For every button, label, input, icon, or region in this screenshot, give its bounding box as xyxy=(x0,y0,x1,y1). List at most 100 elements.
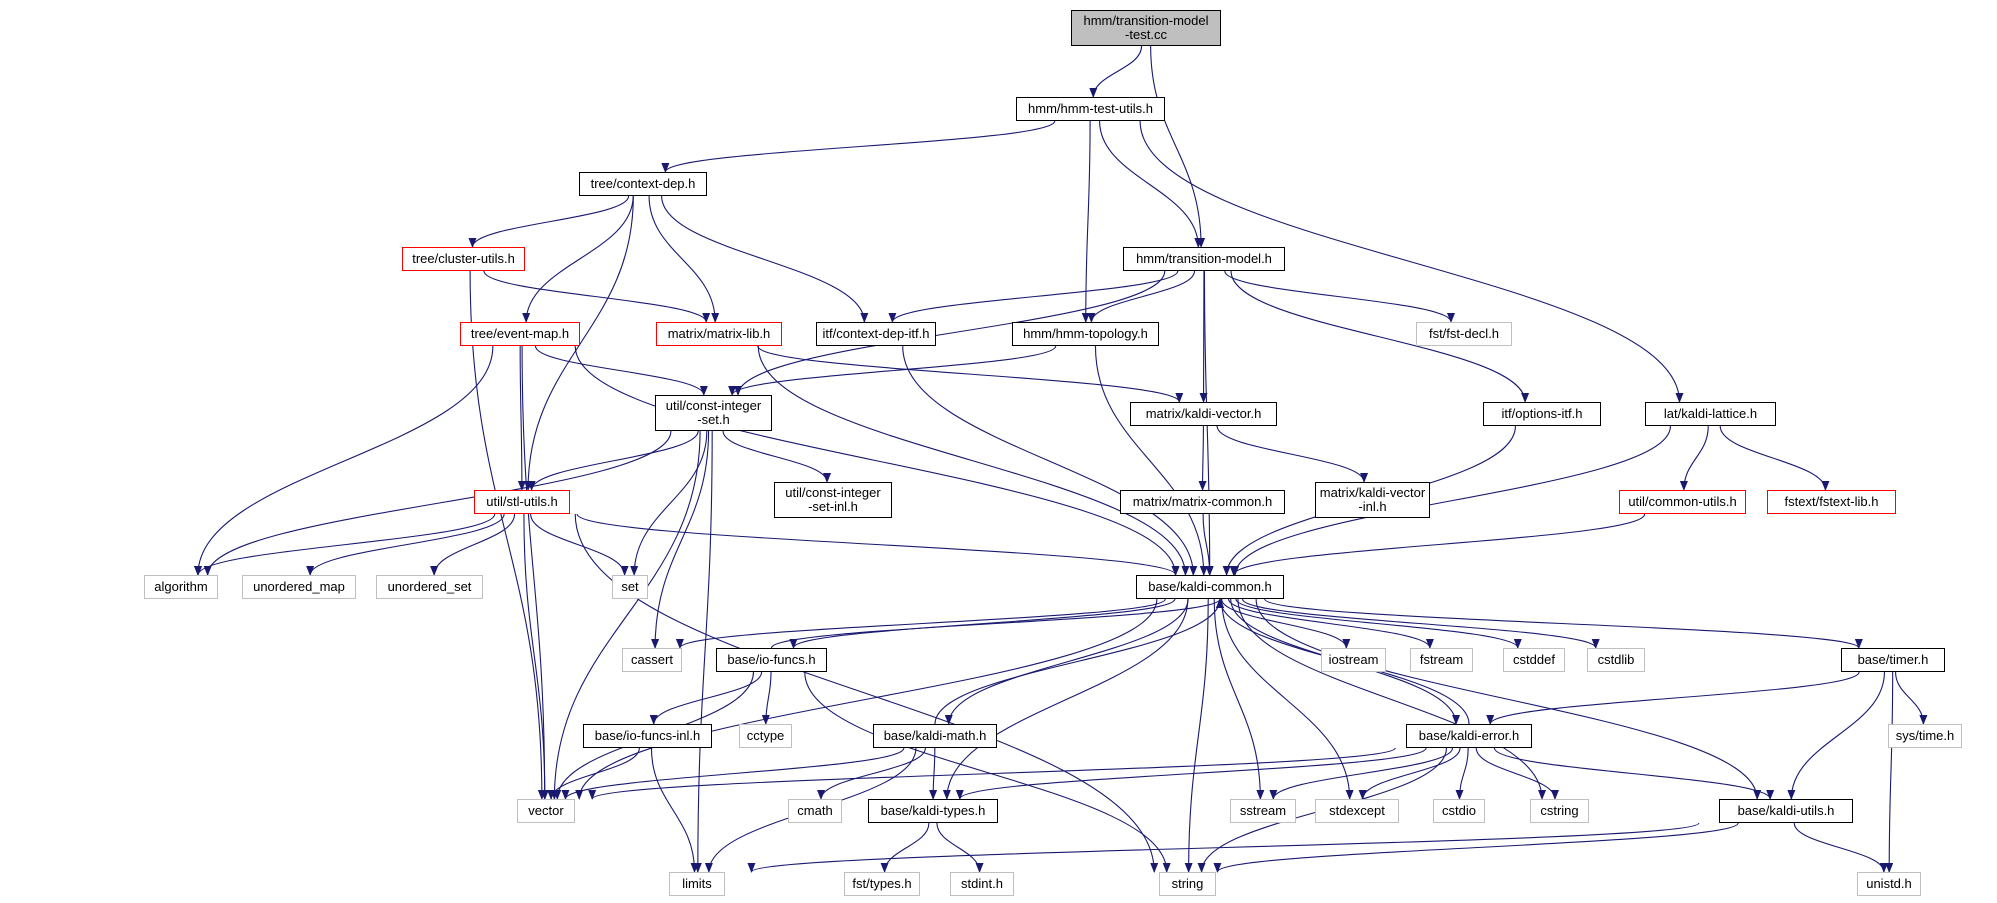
node-label: cassert xyxy=(631,652,673,667)
node-stdint: stdint.h xyxy=(950,872,1014,896)
edge-event-map-to-stl-utils xyxy=(517,345,526,491)
node-label: base/kaldi-common.h xyxy=(1148,579,1272,594)
edge-kaldi-common-to-iostream xyxy=(1220,598,1351,649)
node-matrix-lib[interactable]: matrix/matrix-lib.h xyxy=(656,322,782,346)
node-kaldi-error[interactable]: base/kaldi-error.h xyxy=(1406,724,1532,748)
edge-stl-utils-to-set xyxy=(530,513,629,576)
node-label: fstext/fstext-lib.h xyxy=(1784,494,1879,509)
edge-stl-utils-to-algorithm xyxy=(194,513,496,576)
edge-kaldi-common-to-timer xyxy=(1264,598,1863,649)
node-label: stdexcept xyxy=(1329,803,1385,818)
node-label: sys/time.h xyxy=(1895,728,1955,743)
edge-const-integer-set-to-vector xyxy=(550,430,701,800)
node-io-funcs[interactable]: base/io-funcs.h xyxy=(716,648,827,672)
edge-kaldi-vector-to-kaldi-vector-inl xyxy=(1216,425,1368,483)
node-options-itf[interactable]: itf/options-itf.h xyxy=(1483,402,1601,426)
node-label: util/const-integer -set-inl.h xyxy=(785,485,881,514)
edge-event-map-to-kaldi-common xyxy=(574,345,1180,576)
node-label: matrix/kaldi-vector.h xyxy=(1145,406,1262,421)
edge-context-dep-to-matrix-lib xyxy=(648,195,720,323)
edge-kaldi-common-to-cstdlib xyxy=(1241,598,1600,649)
node-transition-model[interactable]: hmm/transition-model.h xyxy=(1123,247,1285,271)
edge-hmm-test-utils-to-context-dep xyxy=(661,120,1056,173)
edge-kaldi-types-to-stdint xyxy=(936,822,984,873)
node-string: string xyxy=(1159,872,1216,896)
node-label: cstdlib xyxy=(1597,652,1635,667)
node-set: set xyxy=(612,575,648,599)
edge-io-funcs-to-string xyxy=(804,671,1171,873)
edge-root-to-hmm-test-utils xyxy=(1089,45,1143,98)
edge-kaldi-common-to-kaldi-math xyxy=(944,598,1189,725)
edge-hmm-topology-to-kaldi-common xyxy=(1094,345,1208,576)
node-matrix-common[interactable]: matrix/matrix-common.h xyxy=(1120,490,1285,514)
node-kaldi-math[interactable]: base/kaldi-math.h xyxy=(873,724,997,748)
edge-const-integer-set-to-algorithm xyxy=(203,430,672,576)
node-hmm-test-utils[interactable]: hmm/hmm-test-utils.h xyxy=(1016,97,1165,121)
node-label: unordered_map xyxy=(253,579,345,594)
edge-stl-utils-to-unordered-set xyxy=(430,513,516,576)
node-kaldi-lattice[interactable]: lat/kaldi-lattice.h xyxy=(1645,402,1776,426)
node-kaldi-vector-inl[interactable]: matrix/kaldi-vector -inl.h xyxy=(1315,482,1430,518)
node-iostream: iostream xyxy=(1321,648,1386,672)
node-kaldi-vector[interactable]: matrix/kaldi-vector.h xyxy=(1130,402,1277,426)
edge-kaldi-common-to-io-funcs xyxy=(789,598,1176,649)
edge-kaldi-lattice-to-common-utils xyxy=(1679,425,1709,491)
edge-const-integer-set-to-stl-utils xyxy=(527,430,699,491)
node-root: hmm/transition-model -test.cc xyxy=(1071,10,1221,46)
edge-io-funcs-inl-to-limits xyxy=(650,747,699,873)
edge-kaldi-common-to-vector xyxy=(575,598,1158,800)
node-unistd: unistd.h xyxy=(1857,872,1921,896)
node-timer[interactable]: base/timer.h xyxy=(1841,648,1945,672)
node-label: cctype xyxy=(746,728,785,743)
node-label: base/kaldi-math.h xyxy=(883,728,987,743)
node-cstring: cstring xyxy=(1530,799,1589,823)
edge-kaldi-math-to-kaldi-common xyxy=(934,598,1224,725)
node-label: fst/types.h xyxy=(852,876,912,891)
node-label: util/common-utils.h xyxy=(1628,494,1737,509)
node-hmm-topology[interactable]: hmm/hmm-topology.h xyxy=(1012,322,1159,346)
edge-kaldi-common-to-kaldi-types xyxy=(942,598,1189,800)
edge-hmm-test-utils-to-kaldi-lattice xyxy=(1139,120,1684,403)
node-cstddef: cstddef xyxy=(1503,648,1565,672)
node-event-map[interactable]: tree/event-map.h xyxy=(460,322,580,346)
edge-timer-to-kaldi-utils xyxy=(1787,671,1885,800)
node-label: hmm/hmm-topology.h xyxy=(1023,326,1148,341)
node-const-integer-set[interactable]: util/const-integer -set.h xyxy=(655,395,772,431)
node-common-utils[interactable]: util/common-utils.h xyxy=(1619,490,1746,514)
node-label: matrix/kaldi-vector -inl.h xyxy=(1319,485,1426,514)
edge-event-map-to-vector xyxy=(521,345,549,800)
node-const-integer-set-inl[interactable]: util/const-integer -set-inl.h xyxy=(774,482,892,518)
node-label: base/io-funcs-inl.h xyxy=(594,728,701,743)
edge-stl-utils-to-kaldi-common xyxy=(576,513,1180,576)
node-sstream: sstream xyxy=(1230,799,1296,823)
node-io-funcs-inl[interactable]: base/io-funcs-inl.h xyxy=(583,724,712,748)
node-label: itf/context-dep-itf.h xyxy=(822,326,930,341)
edge-common-utils-to-kaldi-common xyxy=(1229,513,1646,576)
node-cctype: cctype xyxy=(739,724,792,748)
node-fstext-lib[interactable]: fstext/fstext-lib.h xyxy=(1767,490,1896,514)
node-stl-utils[interactable]: util/stl-utils.h xyxy=(474,490,570,514)
edge-kaldi-common-to-fstream xyxy=(1227,598,1434,649)
edge-transition-model-to-options-itf xyxy=(1230,270,1530,403)
edge-matrix-lib-to-kaldi-vector xyxy=(757,345,1184,403)
node-context-dep-itf[interactable]: itf/context-dep-itf.h xyxy=(816,322,936,346)
node-kaldi-common[interactable]: base/kaldi-common.h xyxy=(1136,575,1284,599)
node-unordered-set: unordered_set xyxy=(376,575,483,599)
edge-kaldi-common-to-sstream xyxy=(1213,598,1265,800)
edge-const-integer-set-to-const-integer-set-inl xyxy=(722,430,831,483)
node-label: lat/kaldi-lattice.h xyxy=(1663,406,1758,421)
edge-kaldi-vector-to-matrix-common xyxy=(1198,425,1207,491)
edge-kaldi-math-to-vector xyxy=(561,747,905,800)
edge-kaldi-common-to-stdexcept xyxy=(1221,598,1354,800)
node-label: hmm/transition-model -test.cc xyxy=(1083,13,1209,42)
node-kaldi-types[interactable]: base/kaldi-types.h xyxy=(868,799,998,823)
node-cluster-utils[interactable]: tree/cluster-utils.h xyxy=(402,247,525,271)
edge-kaldi-error-to-kaldi-types xyxy=(955,747,1427,800)
edge-kaldi-utils-to-limits xyxy=(747,822,1700,873)
node-kaldi-utils[interactable]: base/kaldi-utils.h xyxy=(1719,799,1853,823)
node-algorithm: algorithm xyxy=(144,575,218,599)
edge-stl-utils-to-vector xyxy=(523,513,549,800)
edge-event-map-to-const-integer-set xyxy=(534,345,708,396)
node-context-dep[interactable]: tree/context-dep.h xyxy=(579,172,707,196)
node-label: util/stl-utils.h xyxy=(486,494,558,509)
